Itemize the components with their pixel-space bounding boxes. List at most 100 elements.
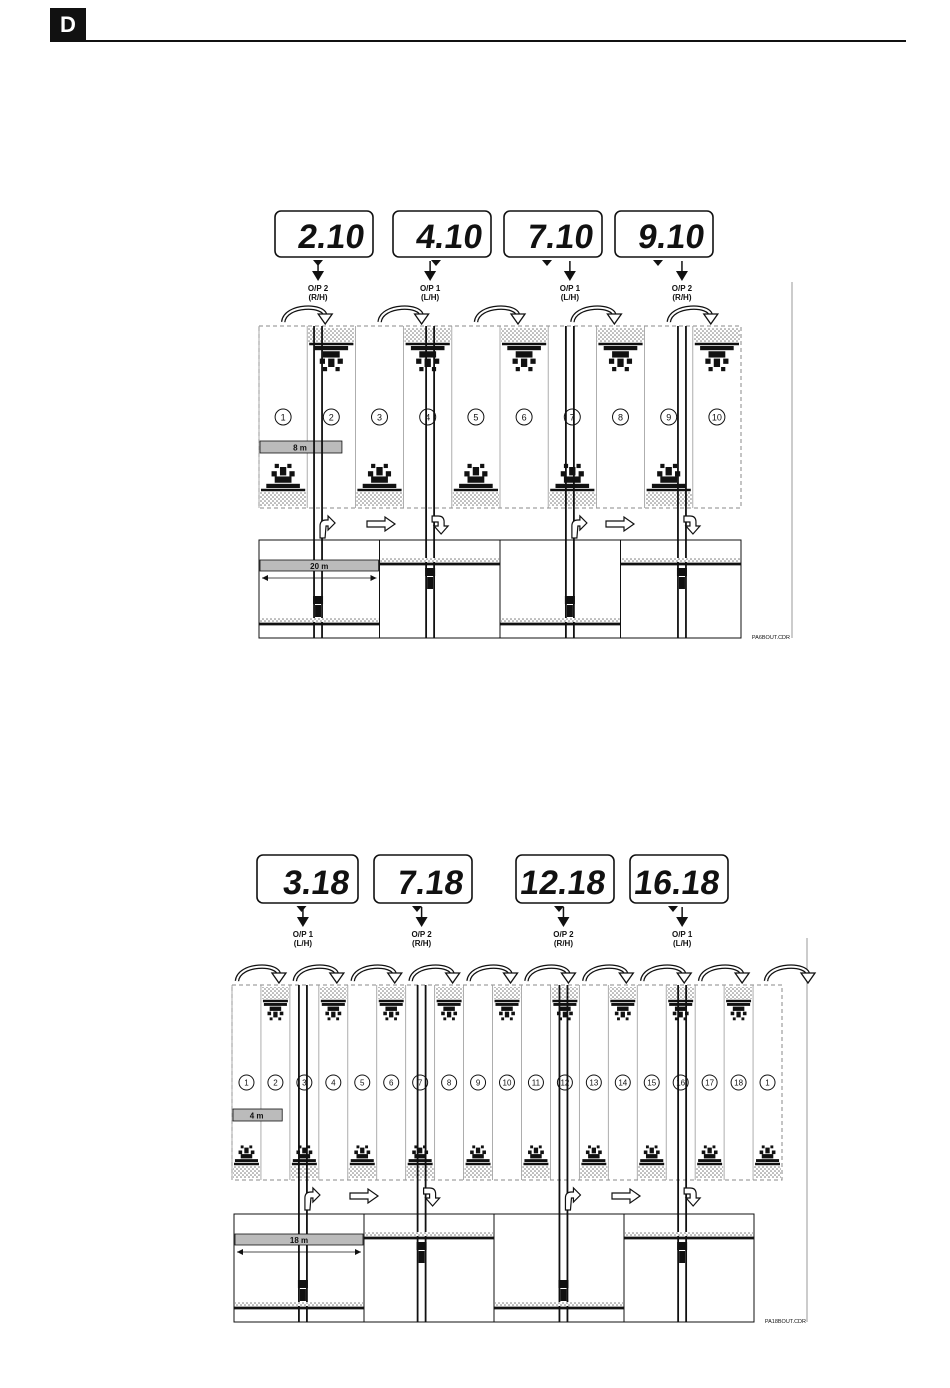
body xyxy=(419,1251,425,1263)
headland-hatch xyxy=(646,492,692,506)
headland-hatch xyxy=(465,1166,492,1178)
bonnet xyxy=(447,1012,451,1018)
output-label: O/P 2 xyxy=(411,930,432,939)
wheel xyxy=(760,1150,764,1154)
cab xyxy=(565,596,575,604)
cab xyxy=(530,1154,542,1158)
dimension-arrow-icon xyxy=(237,1249,243,1255)
wheel xyxy=(239,1150,243,1154)
cab xyxy=(677,1242,687,1250)
wheel xyxy=(384,464,388,468)
turn-arrow-head xyxy=(735,973,749,983)
lcd-value: 12.18 xyxy=(518,864,608,902)
output-label: O/P 1 xyxy=(293,930,314,939)
wheel xyxy=(443,1017,446,1020)
bonnet xyxy=(765,1148,769,1154)
turn-arrow-icon xyxy=(669,308,718,324)
turn-arrow-icon xyxy=(237,967,286,983)
output-side-label: (R/H) xyxy=(412,939,431,948)
wheel xyxy=(673,1012,677,1016)
wheel xyxy=(612,367,616,371)
lane-number: 5 xyxy=(473,412,478,422)
headland-hatch xyxy=(356,492,402,506)
cab xyxy=(417,1242,427,1250)
lcd-value: 9.10 xyxy=(636,218,707,256)
wheel xyxy=(367,1150,371,1154)
tractor-icon xyxy=(507,346,541,371)
diagram-2: 3.18O/P 1(L/H)7.18O/P 2(R/H)12.18O/P 2(R… xyxy=(232,855,815,1325)
lcd-display: 9.10 xyxy=(615,211,713,257)
pointer-arrow-icon xyxy=(297,917,309,927)
lane-number: 7 xyxy=(418,1079,423,1088)
wheel xyxy=(644,1150,648,1154)
wheel xyxy=(627,1012,631,1016)
output-side-label: (L/H) xyxy=(561,293,580,302)
wheel xyxy=(328,1017,331,1020)
lane-number: 9 xyxy=(476,1079,481,1088)
tractor-icon xyxy=(264,1003,287,1020)
tractor-icon xyxy=(582,1145,605,1162)
bonnet xyxy=(328,359,334,367)
output-side-label: (R/H) xyxy=(672,293,691,302)
wheel xyxy=(528,367,532,371)
turn-arrow-head xyxy=(330,973,344,983)
tractor-icon xyxy=(611,1003,634,1020)
turn-arrow-head xyxy=(607,314,621,324)
wheel xyxy=(513,359,518,364)
bonnet xyxy=(331,1012,335,1018)
wheel xyxy=(338,1012,342,1016)
wheel xyxy=(412,1150,416,1154)
headland-hatch xyxy=(453,492,499,506)
headland-hatch xyxy=(378,987,405,999)
lane-number: 4 xyxy=(331,1079,336,1088)
plan-hatch xyxy=(235,1302,363,1306)
headland-hatch xyxy=(349,1166,376,1178)
wheel xyxy=(354,1150,358,1154)
wheel xyxy=(468,464,472,468)
bonnet xyxy=(389,1012,393,1018)
wheel xyxy=(470,1150,474,1154)
bonnet xyxy=(534,1148,538,1154)
plan-block xyxy=(364,1214,494,1322)
turn-arrow-icon xyxy=(642,967,691,983)
headland-hatch xyxy=(260,492,306,506)
bonnet xyxy=(617,359,623,367)
turn-arrow-icon xyxy=(526,967,575,983)
boom xyxy=(315,346,349,350)
headland-hatch xyxy=(320,987,347,999)
cab xyxy=(612,351,629,357)
bonnet xyxy=(563,1012,567,1018)
headland-hatch xyxy=(407,1166,434,1178)
wheel xyxy=(627,359,632,364)
lcd-value: 7.18 xyxy=(395,864,466,902)
body xyxy=(679,1251,685,1263)
wheel xyxy=(338,359,343,364)
bonnet xyxy=(714,359,720,367)
dimension-arrow-icon xyxy=(371,575,377,581)
output-side-label: (L/H) xyxy=(294,939,313,948)
cab xyxy=(270,1007,282,1011)
bonnet xyxy=(280,467,286,475)
turn-arrow-head xyxy=(801,973,815,983)
wheel xyxy=(482,1150,486,1154)
tractor-icon xyxy=(698,1145,721,1162)
turn-arrow-icon xyxy=(469,967,518,983)
headland-hatch xyxy=(522,1166,549,1178)
headland-hatch xyxy=(291,1166,318,1178)
wheel xyxy=(241,1145,244,1148)
headland-hatch xyxy=(308,328,354,342)
wheel xyxy=(588,1145,591,1148)
pointer-arrow-icon xyxy=(424,271,436,281)
wheel xyxy=(673,464,677,468)
cab xyxy=(660,476,677,482)
bonnet xyxy=(650,1148,654,1154)
headland-hatch xyxy=(405,328,451,342)
boom xyxy=(264,1003,287,1006)
turn-arrow-head xyxy=(318,314,332,324)
output-label: O/P 1 xyxy=(672,930,693,939)
body xyxy=(300,1289,306,1301)
cab xyxy=(733,1007,745,1011)
lane-number: 2 xyxy=(329,412,334,422)
lane-number: 3 xyxy=(377,412,382,422)
lane-number: 10 xyxy=(712,412,722,422)
